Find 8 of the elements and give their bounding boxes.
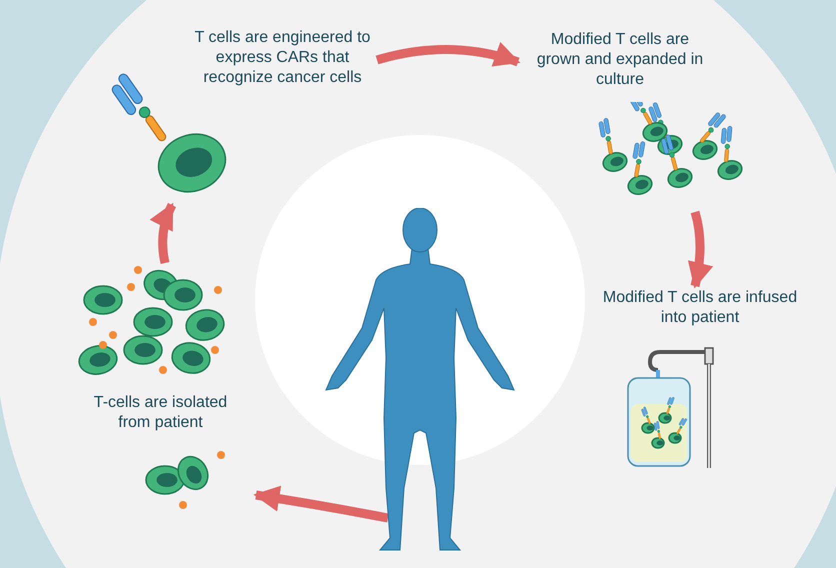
step-label: T-cells are isolated from patient [92, 393, 228, 433]
step-label: Modified T cells are infused into patient [602, 288, 798, 328]
step-label: Modified T cells are grown and expanded in culture [536, 30, 704, 90]
arrow [150, 202, 176, 264]
step-label: T cells are engineered to express CARs that recognize cancer cells [194, 28, 372, 88]
arrow [253, 486, 389, 522]
arrow [687, 210, 713, 289]
arrow [376, 42, 520, 68]
